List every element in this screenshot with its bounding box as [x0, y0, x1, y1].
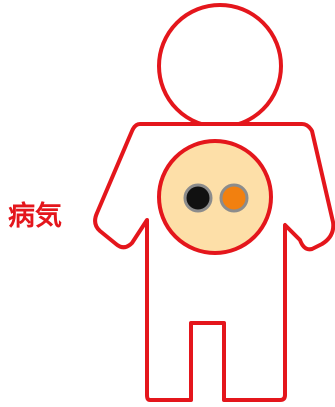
stomach-circle: [157, 139, 273, 255]
black-dot-icon: [183, 183, 213, 213]
body-shape: [93, 122, 335, 402]
orange-dot-icon: [219, 183, 249, 213]
illness-label: 病気: [8, 201, 62, 232]
head-shape: [157, 3, 283, 129]
